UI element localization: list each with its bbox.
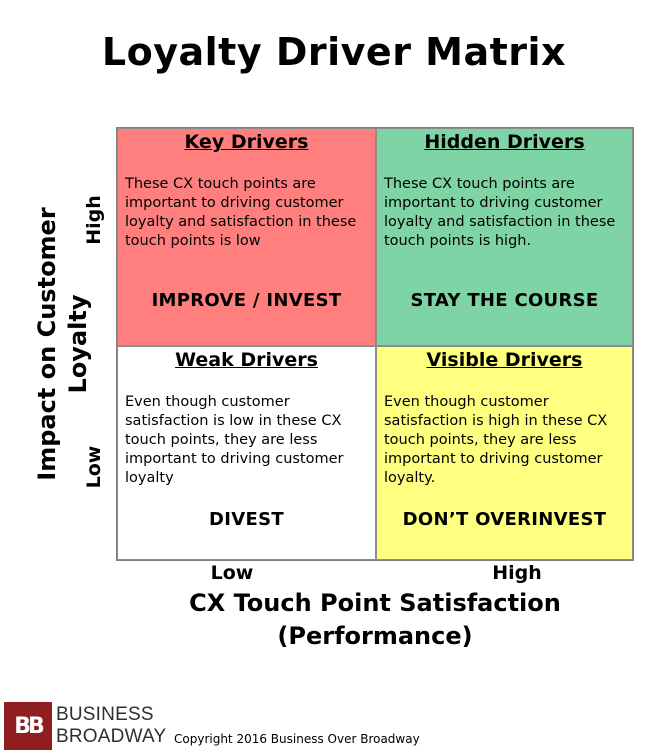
y-axis-low-label: Low xyxy=(83,445,105,489)
x-axis-low-label: Low xyxy=(210,562,254,584)
quadrant-title: Hidden Drivers xyxy=(424,131,585,153)
quadrant-description: Even though customer satisfaction is low… xyxy=(125,394,344,486)
quadrant-title: Key Drivers xyxy=(184,131,309,153)
copyright-notice: Copyright 2016 Business Over Broadway xyxy=(174,732,420,746)
driver-matrix: Key Drivers These CX touch points are im… xyxy=(116,127,634,561)
logo-line-2: BROADWAY xyxy=(56,726,167,747)
logo-line-1: BUSINESS xyxy=(56,704,154,725)
quadrant-title: Weak Drivers xyxy=(175,349,318,371)
y-axis-high-label: High xyxy=(83,195,105,245)
quadrant-visible-drivers: Visible Drivers Even though customer sat… xyxy=(376,346,633,560)
quadrant-action: IMPROVE / INVEST xyxy=(151,290,342,311)
quadrant-description: These CX touch points are important to d… xyxy=(125,176,357,249)
x-axis-high-label: High xyxy=(492,562,542,584)
quadrant-key-drivers: Key Drivers These CX touch points are im… xyxy=(117,128,376,346)
quadrant-description: These CX touch points are important to d… xyxy=(384,176,616,249)
logo-wordmark: BUSINESS BROADWAY xyxy=(56,704,167,748)
business-broadway-logo: BB BUSINESS BROADWAY xyxy=(4,702,167,750)
quadrant-action: DON’T OVERINVEST xyxy=(402,509,607,530)
page-title: Loyalty Driver Matrix xyxy=(101,30,567,74)
quadrant-action: STAY THE COURSE xyxy=(410,290,599,311)
quadrant-weak-drivers: Weak Drivers Even though customer satisf… xyxy=(117,346,376,560)
quadrant-description: Even though customer satisfaction is hig… xyxy=(384,394,608,486)
x-axis-title: CX Touch Point Satisfaction (Performance… xyxy=(189,589,561,650)
bb-logo-icon: BB xyxy=(4,702,52,750)
quadrant-title: Visible Drivers xyxy=(426,349,583,371)
quadrant-hidden-drivers: Hidden Drivers These CX touch points are… xyxy=(376,128,633,346)
quadrant-action: DIVEST xyxy=(209,509,284,530)
